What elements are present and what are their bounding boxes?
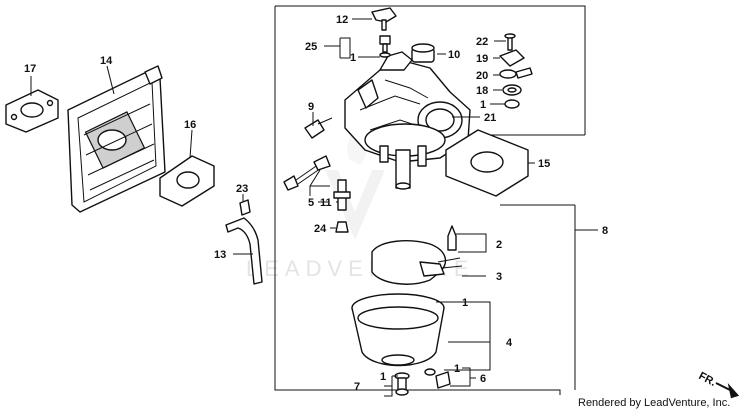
label-20: 20 [476, 70, 488, 82]
pilot-screw-9 [304, 117, 333, 139]
label-5: 5 [308, 197, 314, 209]
label-1-drain: 1 [454, 363, 460, 375]
label-22: 22 [476, 36, 488, 48]
main-jet-11 [333, 179, 351, 211]
label-25: 25 [305, 41, 317, 53]
bowl-bolt-7 [394, 372, 410, 396]
label-2: 2 [496, 239, 502, 251]
nut-18 [502, 84, 522, 96]
throttle-screw-5 [283, 155, 331, 191]
label-16: 16 [184, 119, 196, 131]
label-13: 13 [214, 249, 226, 261]
leader-lines [30, 18, 598, 397]
label-19: 19 [476, 53, 488, 65]
cap-10 [411, 43, 435, 63]
label-4: 4 [506, 337, 513, 349]
fitting-24 [335, 221, 349, 233]
insulator-14 [67, 65, 166, 213]
assembly-frame [274, 5, 586, 395]
label-1-bowl: 1 [462, 297, 468, 309]
gasket-16 [159, 155, 215, 207]
lever-19 [499, 49, 525, 67]
float-3 [371, 240, 463, 285]
credit-text: Rendered by LeadVenture, Inc. [578, 397, 730, 409]
label-9: 9 [308, 101, 314, 113]
gasket-17 [5, 89, 59, 133]
gasket-15 [445, 129, 529, 197]
label-17: 17 [24, 63, 36, 75]
label-1-washer: 1 [480, 99, 486, 111]
label-24: 24 [314, 223, 327, 235]
float-bowl-4 [351, 293, 445, 367]
drain-screw-6 [424, 368, 451, 389]
label-11: 11 [320, 197, 332, 209]
screw-22 [504, 33, 516, 51]
washer-20 [499, 67, 533, 79]
label-1-screw: 1 [350, 52, 356, 64]
label-21: 21 [484, 112, 496, 124]
label-6: 6 [480, 373, 486, 385]
label-1-bolt: 1 [380, 371, 386, 383]
direction-label: FR. [697, 370, 718, 389]
label-10: 10 [448, 49, 460, 61]
clip-23 [239, 199, 251, 216]
label-3: 3 [496, 271, 502, 283]
washer-1-top [504, 99, 520, 109]
label-14: 14 [100, 55, 113, 67]
float-needle-2 [447, 225, 457, 251]
label-15: 15 [538, 158, 550, 170]
drain-tube-13 [225, 217, 263, 285]
label-18: 18 [476, 85, 488, 97]
label-12: 12 [336, 14, 348, 26]
choke-lever-12 [371, 7, 397, 31]
carburetor-body [344, 51, 471, 190]
label-23: 23 [236, 183, 248, 195]
label-7: 7 [354, 381, 360, 393]
screw-25 [379, 35, 391, 58]
label-8: 8 [602, 225, 608, 237]
part-labels: 17 14 16 23 13 12 25 1 10 9 21 5 11 24 2… [24, 14, 608, 393]
